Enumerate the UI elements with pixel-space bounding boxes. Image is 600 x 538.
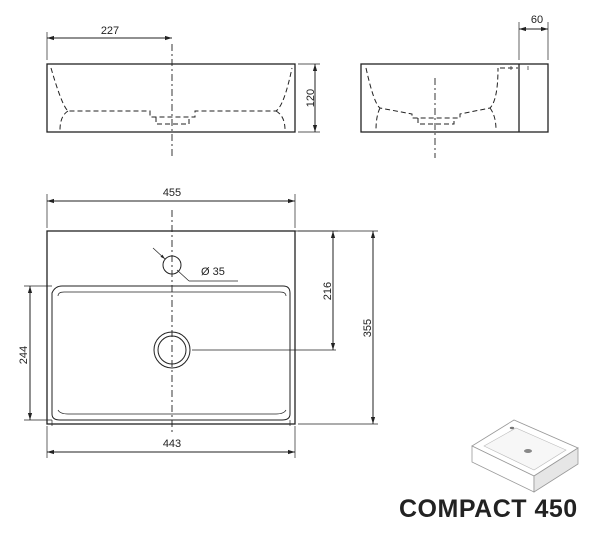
top-view: Ø 35 455 443 216 355 244: [18, 187, 378, 458]
front-view: 227 120: [46, 25, 320, 158]
dim-height: 120: [305, 89, 317, 107]
isometric-view: [471, 419, 579, 493]
dim-drain-offset: 216: [322, 282, 334, 300]
product-title: COMPACT 450: [399, 495, 578, 523]
side-view: 60: [360, 14, 549, 158]
dim-total-width: 455: [163, 187, 181, 199]
dim-rear-depth: 60: [531, 14, 543, 26]
dim-total-depth: 355: [362, 319, 374, 337]
dim-inner-depth: 244: [18, 346, 30, 364]
dim-inner-width: 443: [163, 438, 181, 450]
dim-tap-hole: Ø 35: [201, 266, 225, 278]
dim-half-width: 227: [101, 25, 119, 37]
